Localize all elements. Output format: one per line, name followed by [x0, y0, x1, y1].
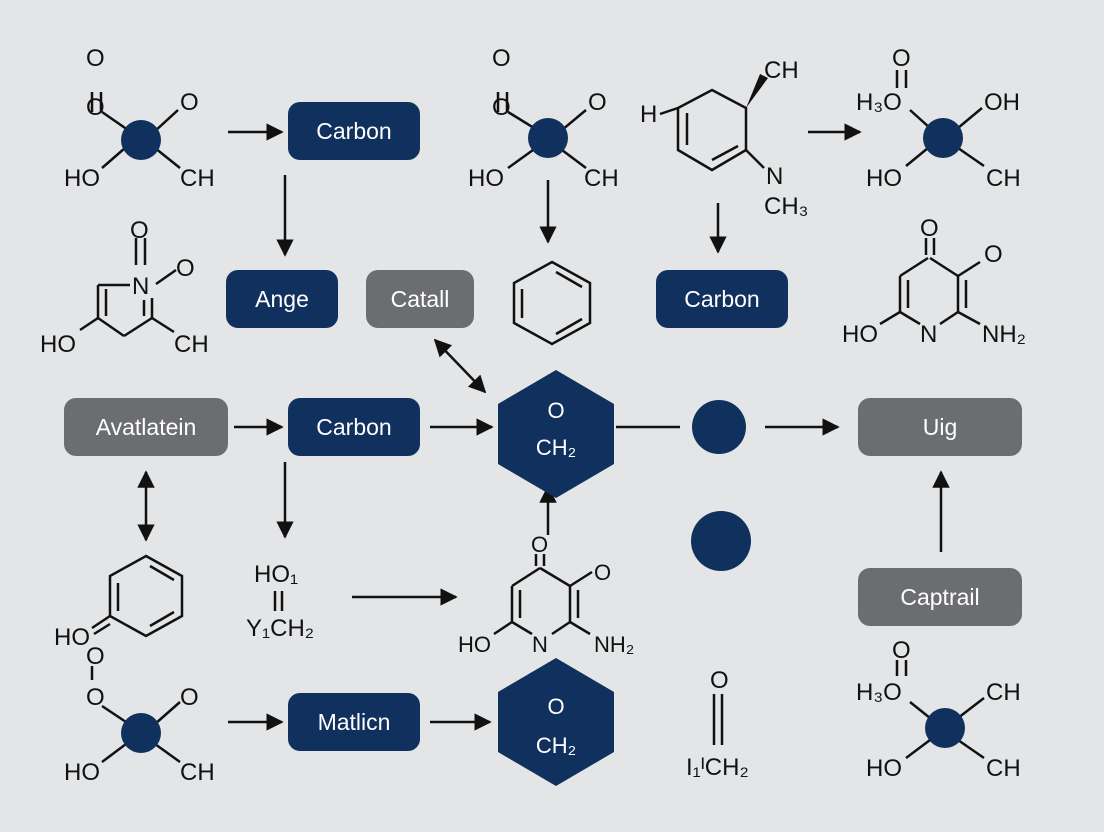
label-o: O [86, 684, 105, 711]
label-o: O [86, 94, 105, 121]
node-matlicn: Matlicn [288, 693, 420, 751]
center-hexagon-node: O CH₂ [498, 370, 614, 498]
label-o: O [180, 89, 199, 116]
label-ho: HO [64, 759, 100, 786]
molecule-top-left: O O O HO CH [64, 45, 215, 192]
label-ho: HO [842, 321, 878, 348]
label-o: O [920, 215, 939, 242]
node-uig: Uig [858, 398, 1022, 456]
label-o: O [86, 45, 105, 72]
label-h3o: H₃O [856, 679, 902, 706]
label-ho: HO [458, 632, 491, 657]
formula-mid: HO₁ Y₁CH₂ [246, 561, 314, 642]
label-n: N [532, 632, 548, 657]
label-ho: HO [64, 165, 100, 192]
node-captrail: Captrail [858, 568, 1022, 626]
node-dot [692, 400, 746, 454]
node-carbon-mid: Carbon [288, 398, 420, 456]
molecule-top-right: O H₃O OH HO CH [856, 45, 1021, 192]
molecule-phenol: HO [54, 554, 184, 651]
node-ange: Ange [226, 270, 338, 328]
formula-o: O [710, 667, 729, 694]
benzene-ring-top [512, 260, 592, 346]
label-o: O [180, 684, 199, 711]
label-ch: CH [986, 165, 1021, 192]
label-ch: CH [174, 331, 209, 358]
label-ch3: CH₃ [764, 193, 808, 220]
label-o: O [176, 255, 195, 282]
label-o: O [984, 241, 1003, 268]
label-o: O [130, 217, 149, 244]
node-carbon-right: Carbon [656, 270, 788, 328]
label-o: O [892, 637, 911, 664]
label-o: O [492, 45, 511, 72]
label-h: H [640, 101, 657, 128]
label-n: N [766, 163, 783, 190]
arrow-catall-center [433, 338, 487, 394]
label-o: O [492, 94, 511, 121]
molecule-top-ring: H CH N CH₃ [640, 57, 808, 220]
molecule-top-mid: O O O HO CH [468, 45, 619, 192]
node-carbon-top: Carbon [288, 102, 420, 160]
label-ho: HO [866, 755, 902, 782]
bottom-hexagon-node: O CH₂ [498, 658, 614, 786]
node-avatlatein: Avatlatein [64, 398, 228, 456]
hex-label-ch2: CH₂ [536, 435, 576, 460]
formula-line1: HO₁ [254, 561, 298, 588]
molecule-left-ring: O N O HO CH [40, 217, 209, 358]
label-o: O [594, 560, 611, 585]
label-ch: CH [584, 165, 619, 192]
label-h3o: H₃O [856, 89, 902, 116]
label-ho: HO [468, 165, 504, 192]
hex-label-o: O [547, 398, 564, 423]
label-o: O [588, 89, 607, 116]
formula-bottom: O I₁ᴵCH₂ [686, 667, 749, 781]
molecule-center-pyrimidine: O O HO N NH₂ [458, 532, 634, 657]
molecule-bottom-left: O O O HO CH [64, 643, 215, 786]
label-ho: HO [40, 331, 76, 358]
formula-ch2: I₁ᴵCH₂ [686, 754, 749, 781]
label-ch: CH [180, 759, 215, 786]
formula-line2: Y₁CH₂ [246, 615, 314, 642]
label-ch: CH [986, 755, 1021, 782]
label-ho: HO [54, 624, 90, 651]
label-n: N [920, 321, 937, 348]
label-o: O [86, 643, 105, 670]
label-o: O [531, 532, 548, 557]
label-ho: HO [866, 165, 902, 192]
label-oh: OH [984, 89, 1020, 116]
hex-label-o: O [547, 694, 564, 719]
label-nh2: NH₂ [594, 632, 634, 657]
label-o: O [892, 45, 911, 72]
molecule-bottom-right: O H₃O CH HO CH [856, 637, 1021, 782]
molecule-right-pyrimidine: O O HO N NH₂ [842, 215, 1026, 348]
node-catall: Catall [366, 270, 474, 328]
label-n: N [132, 273, 149, 300]
label-ch: CH [180, 165, 215, 192]
hex-label-ch2: CH₂ [536, 733, 576, 758]
label-ch: CH [764, 57, 799, 84]
label-ch: CH [986, 679, 1021, 706]
node-dot [691, 511, 751, 571]
label-nh2: NH₂ [982, 321, 1026, 348]
